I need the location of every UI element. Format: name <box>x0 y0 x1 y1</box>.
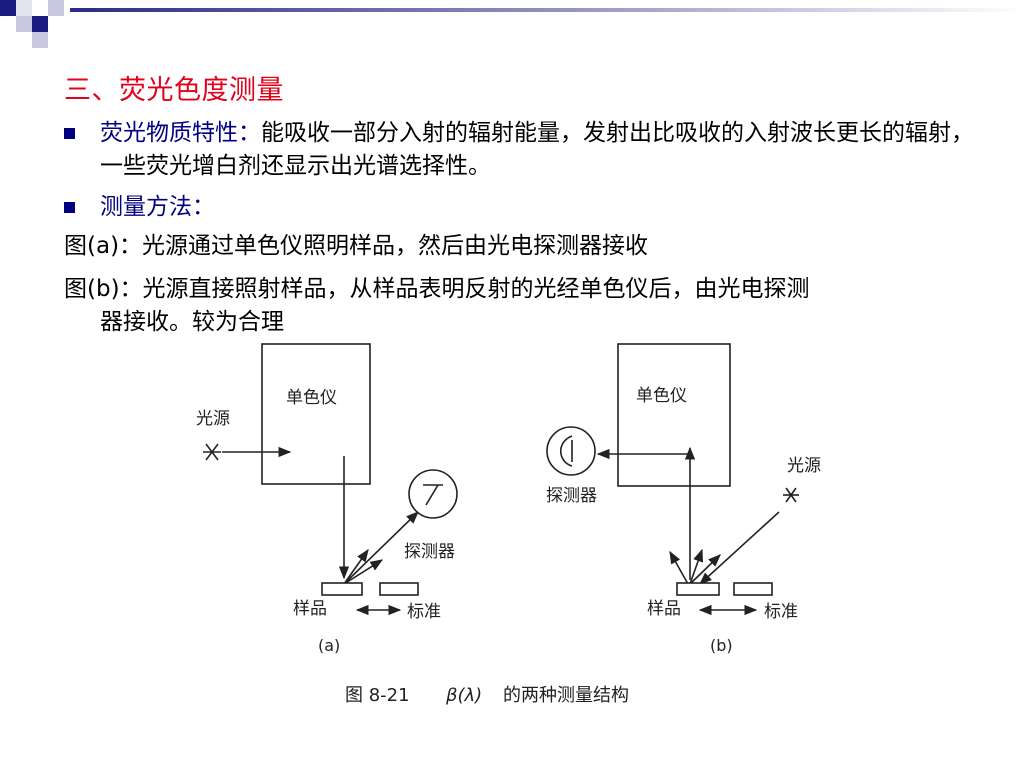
reflect-ray-a1 <box>343 548 369 585</box>
sample-label-a: 样品 <box>293 599 327 619</box>
sample-label-b: 样品 <box>647 599 681 619</box>
reflect-ray-b3 <box>689 554 721 585</box>
light-source-star-icon-a <box>203 443 221 461</box>
reflect-ray-a2 <box>343 559 384 585</box>
decor-square-light-4 <box>16 0 32 16</box>
paragraph-fig-b: 图(b)：光源直接照射样品，从样品表明反射的光经单色仪后，由光电探测 器接收。较… <box>64 273 1004 339</box>
decor-square-light-1 <box>16 16 32 32</box>
standard-block-a <box>379 582 419 596</box>
reflect-ray-b2 <box>689 548 703 585</box>
slide-title: 三、荧光色度测量 <box>64 75 284 106</box>
figure-caption-suffix: 的两种测量结构 <box>503 685 629 706</box>
sample-block-b <box>676 582 720 596</box>
detector-icon-a <box>408 469 458 519</box>
figure-caption-prefix: 图 8-21 <box>345 685 410 706</box>
paragraph-prefix: 图(b)： <box>64 276 143 302</box>
incident-beam-b <box>699 511 780 585</box>
standard-label-a: 标准 <box>407 602 441 622</box>
light-source-label-b: 光源 <box>787 456 821 476</box>
detector-label-a: 探测器 <box>404 542 455 562</box>
decor-square-light-3 <box>32 32 48 48</box>
detector-label-b: 探测器 <box>546 486 597 506</box>
panel-label-b: (b) <box>710 636 733 655</box>
paragraph-prefix: 图(a)： <box>64 233 143 259</box>
standard-block-b <box>733 582 773 596</box>
monochromator-label-a: 单色仪 <box>286 388 337 408</box>
square-bullet-icon <box>64 128 75 139</box>
light-source-label-a: 光源 <box>196 409 230 429</box>
bullet-text: 能吸收一部分入射的辐射能量，发射出比吸收的入射波长更长的辐射，一些荧光增白剂还显… <box>100 120 974 179</box>
reflect-ray-a3 <box>343 511 419 585</box>
figure-caption-formula: β(λ) <box>445 685 482 706</box>
decor-square-light-2 <box>48 0 64 16</box>
detector-icon-b <box>546 426 596 476</box>
paragraph-fig-a: 图(a)：光源通过单色仪照明样品，然后由光电探测器接收 <box>64 230 1004 263</box>
paragraph-text-line1: 光源直接照射样品，从样品表明反射的光经单色仪后，由光电探测 <box>142 276 810 302</box>
decor-square-dark-1 <box>0 0 16 16</box>
decor-top-bar <box>70 8 1024 12</box>
light-source-star-icon-b <box>783 487 799 503</box>
bullet-term: 荧光物质特性： <box>100 120 261 146</box>
monochromator-box-a <box>261 343 371 485</box>
monochromator-box-b <box>617 343 731 487</box>
slide-decoration <box>0 0 1024 48</box>
paragraph-text-line2: 器接收。较为合理 <box>100 309 284 335</box>
panel-label-a: (a) <box>318 636 340 655</box>
sample-block-a <box>321 582 363 596</box>
standard-label-b: 标准 <box>764 602 798 622</box>
reflect-ray-b1 <box>669 550 689 585</box>
paragraph-text: 光源通过单色仪照明样品，然后由光电探测器接收 <box>142 233 649 259</box>
decor-square-dark-2 <box>32 16 48 32</box>
square-bullet-icon <box>64 202 75 213</box>
monochromator-label-b: 单色仪 <box>636 386 687 406</box>
bullet-term: 测量方法： <box>100 194 215 220</box>
